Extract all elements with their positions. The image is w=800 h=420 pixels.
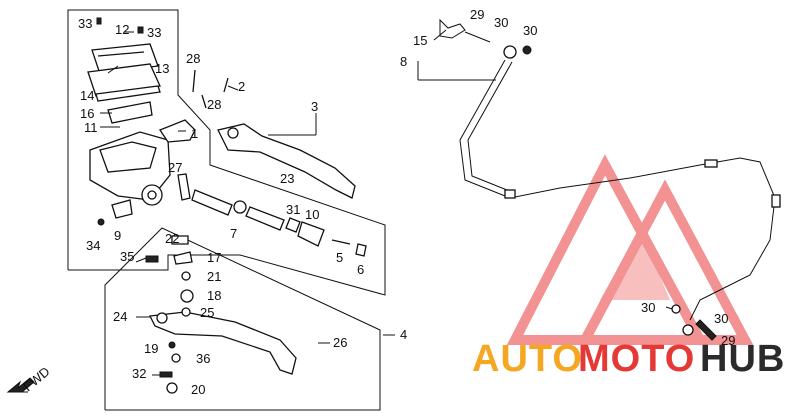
clutch-lever-upper <box>217 123 356 199</box>
fwd-label: FWD <box>20 364 52 395</box>
callout-11: 11 <box>84 120 98 135</box>
callout-3: 3 <box>311 99 318 114</box>
callout-33a: 33 <box>78 16 92 31</box>
small-parts-left <box>96 17 229 263</box>
callout-36: 36 <box>196 351 210 366</box>
callout-24: 24 <box>113 309 127 324</box>
callout-26: 26 <box>333 335 347 350</box>
callout-30b: 30 <box>523 23 537 38</box>
callout-23: 23 <box>280 171 294 186</box>
clutch-cable <box>439 18 781 341</box>
callout-29a: 29 <box>470 7 484 22</box>
callout-4: 4 <box>400 327 407 342</box>
callout-18: 18 <box>207 288 221 303</box>
callout-30c: 30 <box>641 300 655 315</box>
reservoir-cap <box>87 43 161 102</box>
callout-12: 12 <box>115 22 129 37</box>
callout-34: 34 <box>86 238 100 253</box>
callout-labels: 33 12 33 13 28 2 28 14 16 11 1 3 27 23 3… <box>78 7 735 397</box>
callout-29b: 29 <box>721 333 735 348</box>
callout-30a: 30 <box>494 15 508 30</box>
group-frames <box>67 9 395 411</box>
forward-arrow-icon <box>6 377 35 393</box>
master-cylinder-body <box>89 101 196 206</box>
callout-2: 2 <box>238 79 245 94</box>
callout-7: 7 <box>230 226 237 241</box>
callout-5: 5 <box>336 250 343 265</box>
watermark-moto: MOTO <box>578 338 695 380</box>
callout-6: 6 <box>357 262 364 277</box>
callout-31: 31 <box>286 202 300 217</box>
callout-27: 27 <box>168 160 182 175</box>
callout-15: 15 <box>413 33 427 48</box>
watermark-auto: AUTO <box>472 338 583 380</box>
lower-lever-parts <box>149 235 297 394</box>
callout-19: 19 <box>144 341 158 356</box>
callout-32: 32 <box>132 366 146 381</box>
callout-30d: 30 <box>714 311 728 326</box>
callout-21: 21 <box>207 269 221 284</box>
piston-assembly <box>191 189 367 257</box>
callout-20: 20 <box>191 382 205 397</box>
callout-28a: 28 <box>186 51 200 66</box>
watermark-hub: HUB <box>700 338 785 380</box>
callout-28b: 28 <box>207 97 221 112</box>
callout-14: 14 <box>80 88 94 103</box>
callout-8: 8 <box>400 54 407 69</box>
callout-25: 25 <box>200 305 214 320</box>
watermark-logo <box>506 154 754 345</box>
callout-16: 16 <box>80 106 94 121</box>
callout-13: 13 <box>155 61 169 76</box>
callout-1: 1 <box>191 126 198 141</box>
callout-17: 17 <box>207 250 221 265</box>
callout-10: 10 <box>305 207 319 222</box>
callout-35: 35 <box>120 249 134 264</box>
callout-9: 9 <box>114 228 121 243</box>
leader-lines <box>100 29 673 376</box>
callout-33b: 33 <box>147 25 161 40</box>
callout-22: 22 <box>165 231 179 246</box>
